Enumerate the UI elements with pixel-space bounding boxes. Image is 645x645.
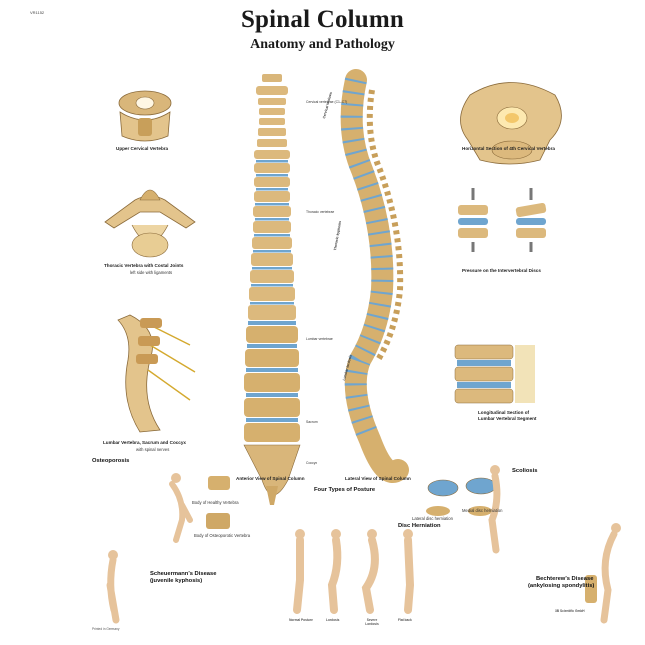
heading-disc-herniation: Disc Herniation xyxy=(398,523,441,529)
catalog-number: VR1152 xyxy=(30,10,45,15)
caption-medial-disc: Medial disc herniation xyxy=(462,508,503,513)
posture-label-lordosis: Lordosis xyxy=(326,618,340,622)
caption-lumbar-sacrum: Lumbar Vertebra, Sacrum and Coccyx xyxy=(103,440,186,445)
thoracic-vertebra-illustration xyxy=(104,189,196,258)
caption-longitudinal: Longitudinal Section of xyxy=(478,410,530,415)
bechterew-illustration xyxy=(585,523,621,624)
lumbar-sacrum-illustration xyxy=(117,314,196,433)
heading-scheuermann-sub: (juvenile kyphosis) xyxy=(150,578,203,584)
disc-herniation-illustration xyxy=(426,477,497,516)
publisher: 3B Scientific GmbH xyxy=(555,609,585,613)
label-sacrum: Sacrum xyxy=(306,420,318,424)
caption-horizontal-section: Horizontal Section of 4th Cervical Verte… xyxy=(462,146,555,151)
caption-thoracic-sub: left side with ligaments xyxy=(130,270,173,275)
anterior-spine-illustration xyxy=(243,74,301,505)
upper-cervical-vertebra-illustration xyxy=(118,90,172,142)
caption-upper-cervical: Upper Cervical Vertebra xyxy=(116,146,169,151)
scheuermann-illustration xyxy=(106,550,120,624)
lateral-spine-illustration xyxy=(340,69,409,483)
page-title: Spinal Column xyxy=(240,6,405,33)
horizontal-section-illustration xyxy=(460,82,562,165)
heading-four-types: Four Types of Posture xyxy=(314,487,376,493)
label-coccyx: Coccyx xyxy=(306,461,318,465)
caption-lateral-view: Lateral View of Spinal Column xyxy=(345,476,411,481)
longitudinal-section-illustration xyxy=(454,344,535,404)
caption-longitudinal-2: Lumbar Vertebral Segment xyxy=(478,416,537,421)
pressure-illustration xyxy=(458,188,547,252)
caption-anterior-view: Anterior View of Spinal Column xyxy=(236,476,305,481)
scoliosis-illustration xyxy=(488,465,501,554)
caption-osteoporotic-vertebra: Body of Osteoporotic Vertebra xyxy=(194,533,251,538)
heading-bechterew: Bechterew's Disease xyxy=(536,576,594,582)
heading-osteoporosis: Osteoporosis xyxy=(92,458,130,464)
label-cervical: Cervical vertebrae (C1–C7) xyxy=(306,100,348,104)
caption-lateral-disc: Lateral disc herniation xyxy=(412,516,453,521)
heading-scheuermann: Scheuermann's Disease xyxy=(150,571,217,577)
caption-thoracic-vertebra: Thoracic Vertebra with Costal Joints xyxy=(104,263,184,268)
posture-label-flat-back: Flat back xyxy=(398,618,412,622)
caption-lumbar-sub: with spinal nerves xyxy=(136,447,170,452)
page-subtitle: Anatomy and Pathology xyxy=(250,37,395,52)
heading-scoliosis: Scoliosis xyxy=(512,468,538,474)
posture-label-severe-lordosis: Severe Lordosis xyxy=(365,618,379,626)
printed-in: Printed in Germany xyxy=(92,627,120,631)
heading-bechterew-sub: (ankylosing spondylitis) xyxy=(528,583,595,589)
caption-healthy-vertebra: Body of Healthy Vertebra xyxy=(192,500,239,505)
osteoporosis-illustration xyxy=(169,473,230,543)
postures-illustration xyxy=(293,529,415,614)
label-lumbar: Lumbar vertebrae xyxy=(306,337,333,341)
posture-label-normal: Normal Posture xyxy=(289,618,313,622)
label-thoracic: Thoracic vertebrae xyxy=(306,210,335,214)
caption-pressure: Pressure on the Intervertebral Discs xyxy=(462,268,541,273)
